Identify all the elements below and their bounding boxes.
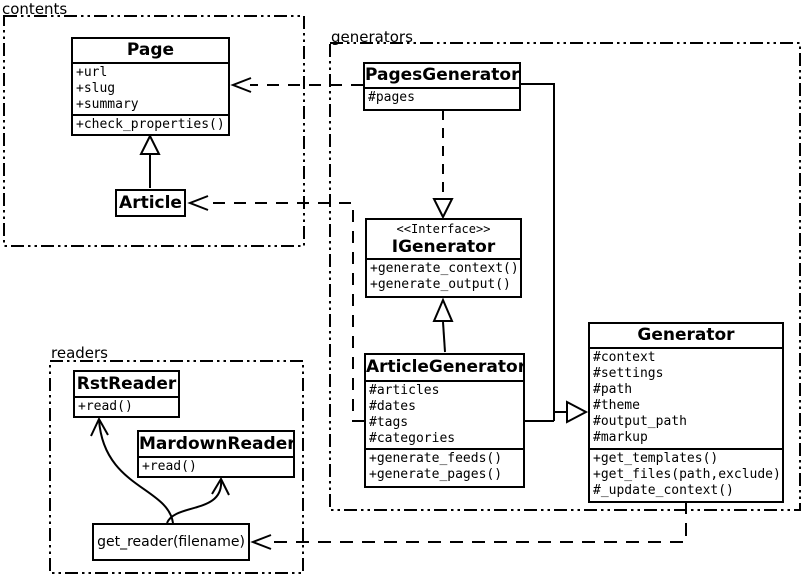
class-page-name: Page [126,40,175,60]
class-articlegenerator-name: ArticleGenerator [366,357,523,377]
method: +generate_pages() [369,467,503,482]
attribute: #output_path [593,414,687,429]
method: +get_templates() [593,451,719,466]
attribute: +slug [76,81,116,96]
pagesgenerator-to-igenerator-realization-arrow [432,110,454,220]
class-mardownreader-name: MardownReader [139,434,293,454]
class-mardownreader-methods: +read() [139,456,293,476]
package-readers-border [49,360,304,574]
attribute: #tags [369,415,409,430]
class-article: Article [115,189,186,217]
class-igenerator-stereotype: <<Interface>> [396,222,491,236]
attribute: #path [593,382,633,397]
package-generators-border [329,42,801,511]
class-igenerator-methods: +generate_context() +generate_output() [367,258,520,296]
class-mardownreader: MardownReader +read() [137,430,295,478]
class-page-attributes: +url +slug +summary [73,62,228,114]
attribute: #categories [369,431,456,446]
attribute: #context [593,350,656,365]
class-articlegenerator-attributes: #articles #dates #tags #categories [366,380,523,448]
method: +generate_feeds() [369,451,503,466]
class-pagesgenerator: PagesGenerator #pages [363,62,521,111]
method: +generate_output() [370,277,511,292]
method: +generate_context() [370,261,519,276]
method: +read() [142,459,197,474]
getreader-to-mardownreader-arrow [166,476,230,524]
pagesgenerator-to-page-dependency-arrow [230,77,363,93]
function-get-reader: get_reader(filename) [92,523,250,561]
class-articlegenerator: ArticleGenerator #articles #dates #tags … [364,353,525,488]
attribute: +summary [76,97,139,112]
class-generator: Generator #context #settings #path #them… [588,322,784,503]
articlegenerator-to-article-dependency-arrow [187,195,364,422]
class-generator-name: Generator [637,325,735,345]
class-igenerator: <<Interface>> IGenerator +generate_conte… [365,218,522,298]
method: #_update_context() [593,483,734,498]
method: +check_properties() [76,117,225,132]
article-to-page-inheritance-arrow [139,133,161,188]
class-page: Page +url +slug +summary +check_properti… [71,37,230,136]
class-article-name: Article [119,193,182,213]
class-articlegenerator-methods: +generate_feeds() +generate_pages() [366,448,523,486]
attribute: #pages [368,90,415,105]
class-generator-methods: +get_templates() +get_files(path,exclude… [590,448,782,501]
attribute: #settings [593,366,664,381]
class-igenerator-name: IGenerator [391,237,496,257]
attribute: #markup [593,430,648,445]
class-rstreader: RstReader +read() [73,370,180,418]
generators-to-generator-inheritance-arrow [521,83,589,424]
class-pagesgenerator-attributes: #pages [365,87,519,109]
package-contents-label: contents [2,0,68,18]
method: +get_files(path,exclude) [593,467,781,482]
attribute: #articles [369,383,440,398]
generator-to-getreader-dependency-arrow [250,501,687,550]
method: +read() [78,399,133,414]
attribute: #dates [369,399,416,414]
package-contents-border [3,15,305,247]
attribute: +url [76,65,108,80]
class-generator-attributes: #context #settings #path #theme #output_… [590,347,782,448]
class-page-methods: +check_properties() [73,114,228,134]
package-readers-label: readers [51,344,108,362]
class-rstreader-methods: +read() [75,396,178,416]
class-pagesgenerator-name: PagesGenerator [365,65,519,85]
class-rstreader-name: RstReader [76,374,177,394]
articlegenerator-to-igenerator-inheritance-arrow [432,297,454,353]
getreader-to-rstreader-arrow [90,416,174,524]
attribute: #theme [593,398,640,413]
package-generators-label: generators [331,28,413,46]
